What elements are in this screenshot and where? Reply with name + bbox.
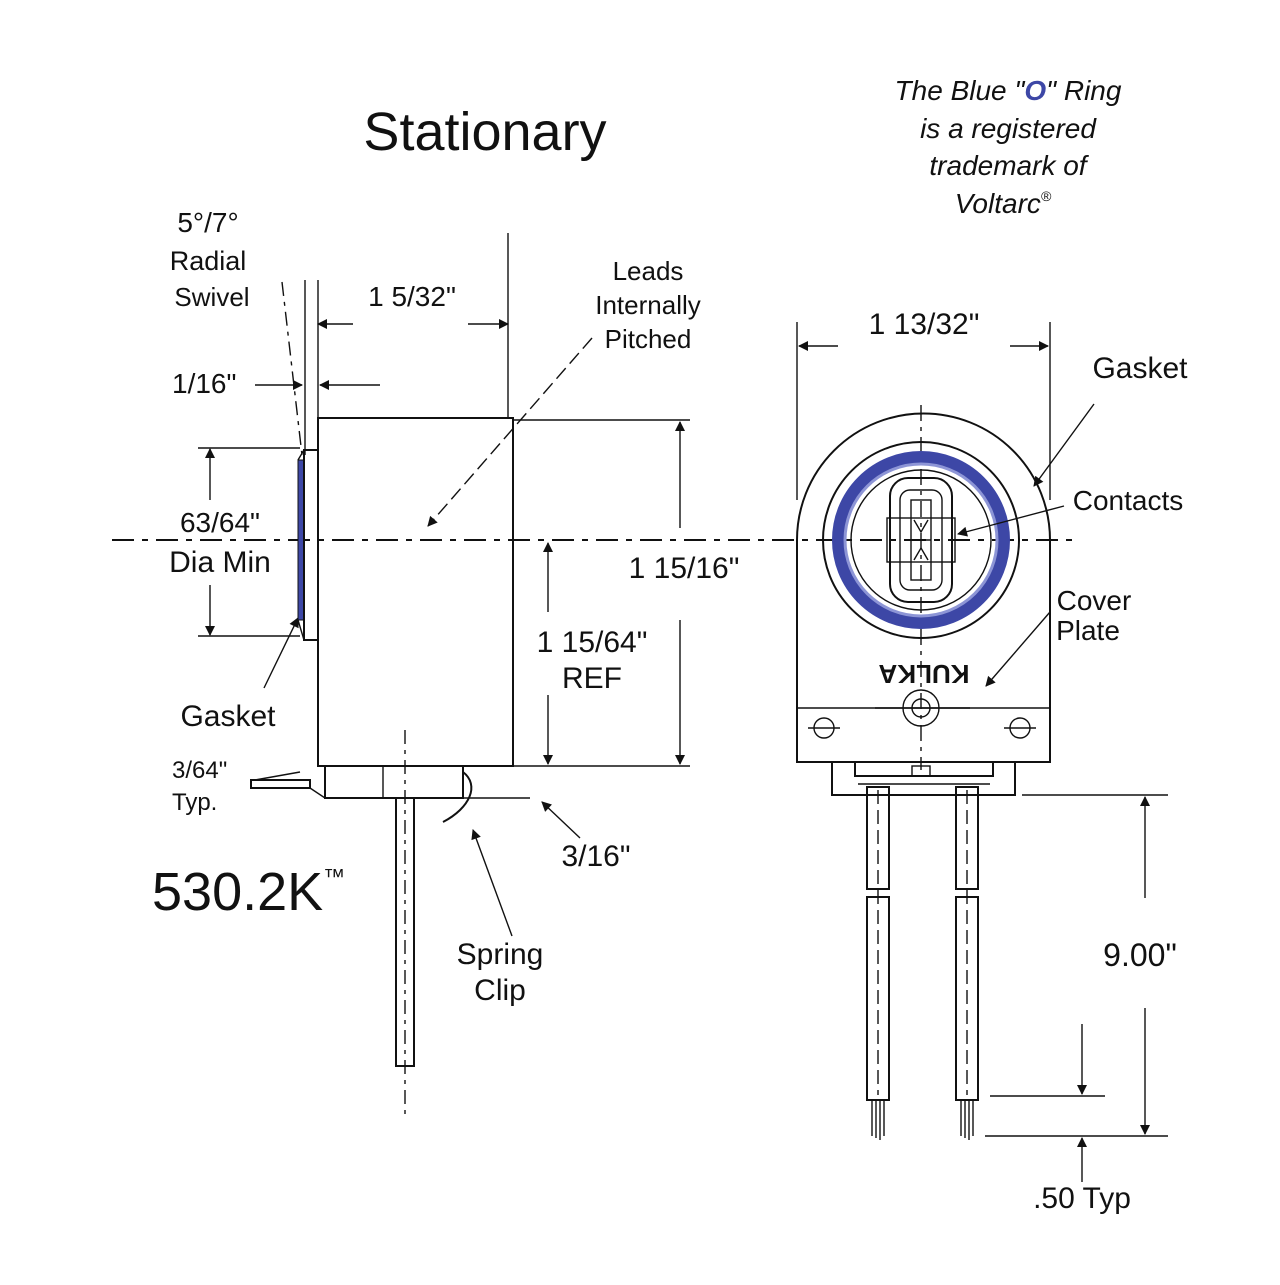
- dim-strip-length: .50 Typ: [1033, 1182, 1131, 1215]
- blue-o-ring: [832, 451, 1010, 629]
- swivel-label-2: Radial: [170, 246, 247, 276]
- contacts-block: [889, 477, 953, 603]
- spring-clip-label-1: Spring: [457, 938, 544, 971]
- socket-body: [317, 417, 514, 767]
- dim-offset: 1/16": [172, 368, 236, 399]
- front-housing: [796, 412, 1051, 763]
- dim-body-height: 1 15/16": [629, 552, 740, 585]
- dim-body-depth: 1 5/32": [368, 281, 456, 312]
- cover-plate-label-2: Plate: [1056, 615, 1120, 646]
- trademark-line3: trademark of: [929, 150, 1089, 181]
- front-gasket-label: Gasket: [1092, 352, 1188, 385]
- svg-text:The Blue "O" Ring: The Blue "O" Ring: [895, 75, 1122, 106]
- swivel-label-3: Swivel: [174, 282, 249, 312]
- trademark-line1-a: The Blue ": [895, 75, 1026, 106]
- dim-plate-thickness-1: 3/64": [172, 757, 227, 784]
- trademark-o-letter: O: [1024, 75, 1046, 106]
- contacts-label: Contacts: [1073, 485, 1184, 516]
- front-lead-right: [955, 786, 979, 1140]
- spring-clip-label-2: Clip: [474, 974, 526, 1007]
- side-gasket-label: Gasket: [180, 700, 276, 733]
- trademark-note: The Blue "O" Ring is a registered tradem…: [895, 75, 1122, 219]
- brand-mark: KULKA: [878, 659, 969, 689]
- page-title: Stationary: [363, 102, 606, 162]
- leads-label-2: Internally: [595, 290, 701, 320]
- front-lead-left: [866, 786, 890, 1140]
- leads-label-1: Leads: [613, 256, 684, 286]
- front-view: 1 13/32" KULKA: [796, 308, 1188, 1215]
- dim-center-height-2: REF: [562, 662, 622, 695]
- trademark-line1-b: " Ring: [1046, 75, 1122, 106]
- dim-front-width: 1 13/32": [869, 308, 980, 341]
- cover-plate-label-1: Cover: [1057, 585, 1132, 616]
- dim-clip-offset: 3/16": [561, 840, 630, 873]
- dim-gasket-dia-1: 63/64": [180, 507, 260, 538]
- dim-center-height-1: 1 15/64": [537, 626, 648, 659]
- trademark-line2: is a registered: [920, 113, 1097, 144]
- side-view: 1 5/32" 1/16" 5°/7° Radial Swivel 63/64"…: [169, 207, 739, 1120]
- svg-text:Voltarc®: Voltarc®: [955, 188, 1052, 219]
- model-number: 530.2K™: [152, 862, 345, 922]
- swivel-label-1: 5°/7°: [177, 207, 238, 238]
- dim-lead-length: 9.00": [1103, 937, 1177, 973]
- registered-mark: ®: [1041, 188, 1052, 204]
- dim-gasket-dia-2: Dia Min: [169, 546, 271, 579]
- dim-plate-thickness-2: Typ.: [172, 789, 217, 816]
- spring-clip: [442, 771, 473, 823]
- trademark-line4: Voltarc: [955, 188, 1041, 219]
- leads-label-3: Pitched: [605, 324, 692, 354]
